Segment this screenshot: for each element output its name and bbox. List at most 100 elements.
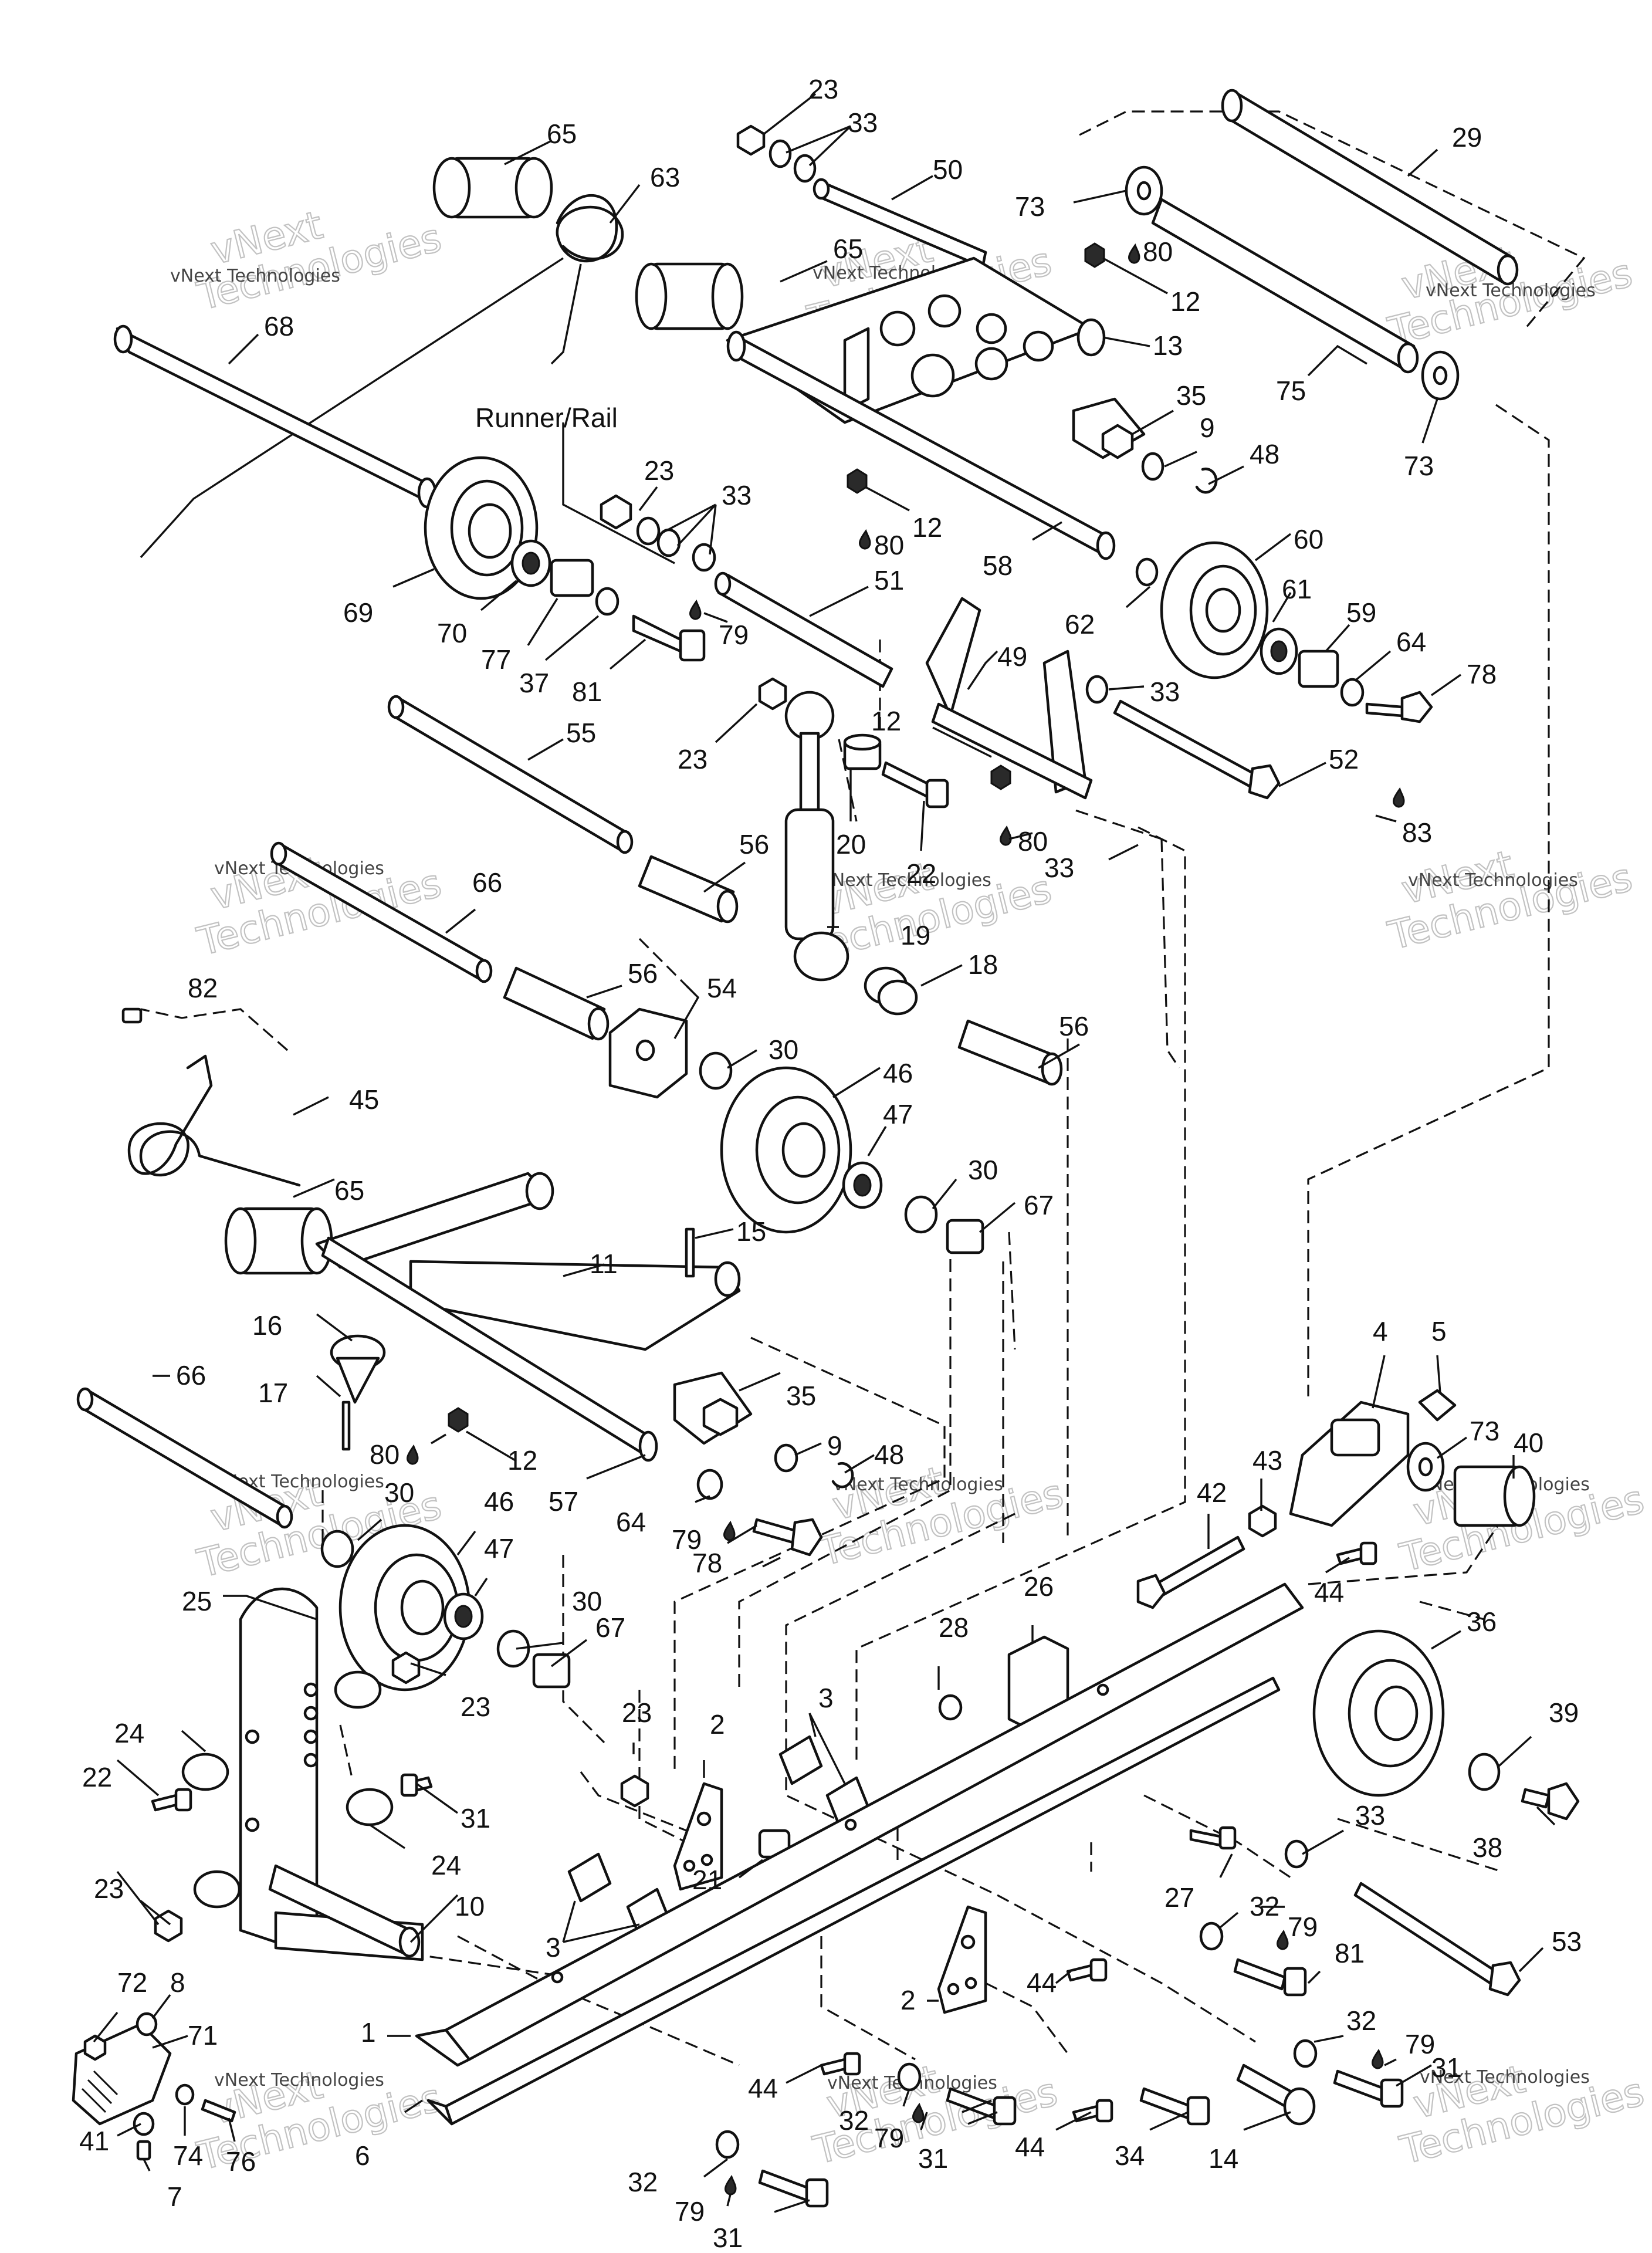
callout-26: 26 (1024, 1571, 1054, 1602)
callout-33: 33 (722, 480, 751, 510)
watermark-10-caption: vNext Technologies (214, 2070, 384, 2090)
callout-79: 79 (675, 2196, 705, 2227)
part-43-nut (1248, 1504, 1277, 1538)
part-75-shaft (1151, 198, 1419, 374)
part-36-rear-wheel (1312, 1629, 1445, 1797)
part-12-grease-fitting-d (448, 1407, 469, 1433)
part-65-spacer-lower (224, 1207, 333, 1275)
part-47-bearing-b (443, 1592, 484, 1640)
callout-51: 51 (874, 565, 904, 596)
callout-5: 5 (1431, 1316, 1447, 1347)
callout-65: 65 (334, 1175, 364, 1206)
part-35-adjuster-lower (673, 1371, 753, 1445)
callout-75: 75 (1276, 376, 1306, 406)
callout-83: 83 (1402, 817, 1432, 848)
part-73-washer-a (1125, 165, 1163, 216)
callout-66: 66 (176, 1360, 206, 1391)
part-11-front-arm (315, 1172, 741, 1351)
part-66-shaft-a (270, 841, 493, 983)
callout-43: 43 (1252, 1445, 1282, 1476)
part-73-washer-b (1421, 350, 1460, 401)
callout-60: 60 (1294, 524, 1323, 554)
callout-50: 50 (933, 154, 963, 185)
part-18-bushing (864, 966, 918, 1016)
callout-8: 8 (170, 1967, 185, 1998)
callout-67: 67 (1024, 1190, 1054, 1220)
part-32-washer-b (1293, 2039, 1318, 2068)
callout-70: 70 (437, 618, 467, 648)
part-32-washer-c (897, 2062, 922, 2092)
part-48-clip-lower (831, 1462, 854, 1489)
callout-67: 67 (595, 1612, 625, 1643)
part-23-nut-e (620, 1774, 649, 1808)
callout-18: 18 (968, 949, 998, 980)
part-34-bolt (1139, 2087, 1210, 2126)
part-61-bearing (1260, 627, 1298, 675)
part-62-washer (1135, 557, 1159, 587)
part-51-shaft (714, 571, 893, 688)
callout-28: 28 (939, 1612, 969, 1643)
part-24-washer-c (193, 1870, 241, 1909)
part-24-washer-b (346, 1788, 394, 1826)
callout-22: 22 (906, 858, 936, 889)
callout-39: 39 (1549, 1697, 1579, 1728)
callout-44: 44 (1015, 2132, 1045, 2162)
watermark-8-caption: vNext Technologies (833, 1474, 1003, 1495)
part-65-spacer-middle (635, 262, 744, 330)
callout-55: 55 (566, 718, 596, 748)
part-31-bolt-center (946, 2087, 1017, 2126)
part-22-bolt-left (151, 1788, 192, 1812)
part-2-bracket-a (673, 1782, 723, 1891)
part-67-spacer-b (532, 1653, 571, 1689)
callout-24: 24 (114, 1718, 144, 1748)
part-76-screw (201, 2099, 236, 2123)
callout-34: 34 (1115, 2140, 1145, 2171)
callout-9: 9 (1200, 412, 1215, 443)
callout-32: 32 (839, 2105, 869, 2136)
callout-29: 29 (1452, 122, 1482, 153)
part-77-spacer (550, 559, 594, 597)
callout-32: 32 (628, 2167, 658, 2197)
part-63-torsion-spring (140, 194, 624, 559)
part-32-washer-d (715, 2130, 740, 2159)
callout-31: 31 (1431, 2052, 1461, 2083)
callout-22: 22 (82, 1762, 112, 1792)
callout-81: 81 (572, 676, 602, 707)
callout-12: 12 (1170, 286, 1200, 317)
callout-57: 57 (549, 1486, 578, 1517)
part-31-bolt-bottom (758, 2169, 829, 2208)
callout-46: 46 (883, 1058, 913, 1088)
callout-23: 23 (644, 455, 674, 486)
part-54-block (608, 1007, 688, 1099)
part-1-slide-rail (415, 1582, 1304, 2067)
part-23-nut-b (600, 494, 632, 530)
callout-44: 44 (1027, 1967, 1057, 1998)
part-44-bolt-b (1066, 1958, 1108, 1982)
callout-23: 23 (94, 1873, 124, 1904)
callout-66: 66 (472, 867, 502, 898)
callout-59: 59 (1346, 597, 1376, 628)
callout-27: 27 (1164, 1882, 1194, 1913)
part-32-washer-a (1199, 1922, 1224, 1951)
callout-30: 30 (769, 1034, 798, 1065)
part-8-washer (136, 2012, 158, 2037)
callout-79: 79 (874, 2123, 904, 2153)
part-52-bolt (1113, 699, 1281, 800)
part-47-bearing-a (842, 1161, 883, 1209)
part-46-wheel-a (720, 1066, 852, 1234)
part-2-bracket-b (937, 1905, 987, 2014)
part-30-spacer-b (904, 1195, 938, 1234)
part-64-washer-top (1340, 678, 1365, 707)
part-64-washer-lower (696, 1469, 723, 1500)
callout-23: 23 (622, 1697, 652, 1728)
callout-37: 37 (519, 668, 549, 698)
callout-77: 77 (481, 644, 511, 675)
callout-31: 31 (713, 2222, 743, 2253)
callout-80: 80 (1018, 826, 1048, 857)
part-41-washer (133, 2112, 155, 2136)
watermark-4: vNext Technologies (192, 847, 446, 965)
callout-49: 49 (997, 641, 1027, 672)
part-81-bolt-lower (1233, 1958, 1307, 1997)
watermark-12-caption: vNext Technologies (1420, 2067, 1590, 2088)
